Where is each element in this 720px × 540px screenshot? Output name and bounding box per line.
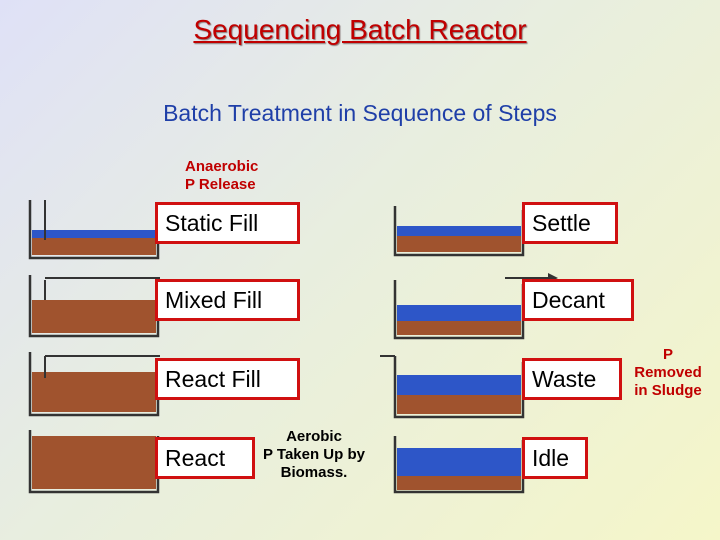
step-label-static-fill: Static Fill	[155, 202, 300, 244]
tank-static-fill	[28, 200, 160, 260]
step-label-react-fill: React Fill	[155, 358, 300, 400]
anaerobic-line1: Anaerobic	[185, 158, 259, 175]
sludge-layer	[397, 476, 521, 490]
tank-settle	[393, 206, 525, 257]
aerobic-line3: Biomass.	[280, 464, 348, 481]
p-removed-line2: Removed	[634, 364, 702, 381]
tank-waste	[380, 355, 525, 419]
sludge-layer	[397, 395, 521, 414]
page-subtitle: Batch Treatment in Sequence of Steps	[163, 100, 557, 126]
sludge-layer	[32, 237, 156, 255]
step-label-idle: Idle	[522, 437, 588, 479]
step-label-settle: Settle	[522, 202, 618, 244]
p-removed-line3: in Sludge	[634, 382, 702, 399]
step-label-decant: Decant	[522, 279, 634, 321]
aerobic-line1: Aerobic	[286, 428, 342, 445]
water-layer	[397, 305, 521, 321]
anaerobic-line2: P Release	[185, 176, 256, 193]
sludge-layer	[397, 321, 521, 335]
tank-mixed-fill	[28, 275, 160, 338]
sludge-layer	[32, 372, 156, 412]
sludge-layer	[32, 436, 156, 489]
sludge-layer	[397, 236, 521, 252]
step-label-waste: Waste	[522, 358, 622, 400]
tank-react	[28, 430, 160, 494]
tank-decant	[393, 273, 558, 340]
water-layer	[397, 226, 521, 236]
p-removed-note: P Removed in Sludge	[624, 346, 712, 400]
water-layer	[397, 448, 521, 476]
water-layer	[397, 375, 521, 395]
sludge-layer	[32, 300, 156, 333]
aerobic-note: Aerobic P Taken Up by Biomass.	[248, 428, 380, 482]
page-title: Sequencing Batch Reactor	[193, 14, 527, 45]
anaerobic-note: Anaerobic P Release	[185, 158, 258, 194]
tank-idle	[393, 436, 525, 494]
step-label-react: React	[155, 437, 255, 479]
water-layer	[32, 230, 156, 238]
aerobic-line2: P Taken Up by	[263, 446, 365, 463]
step-label-mixed-fill: Mixed Fill	[155, 279, 300, 321]
p-removed-line1: P	[662, 346, 673, 363]
tank-react-fill	[28, 352, 160, 417]
